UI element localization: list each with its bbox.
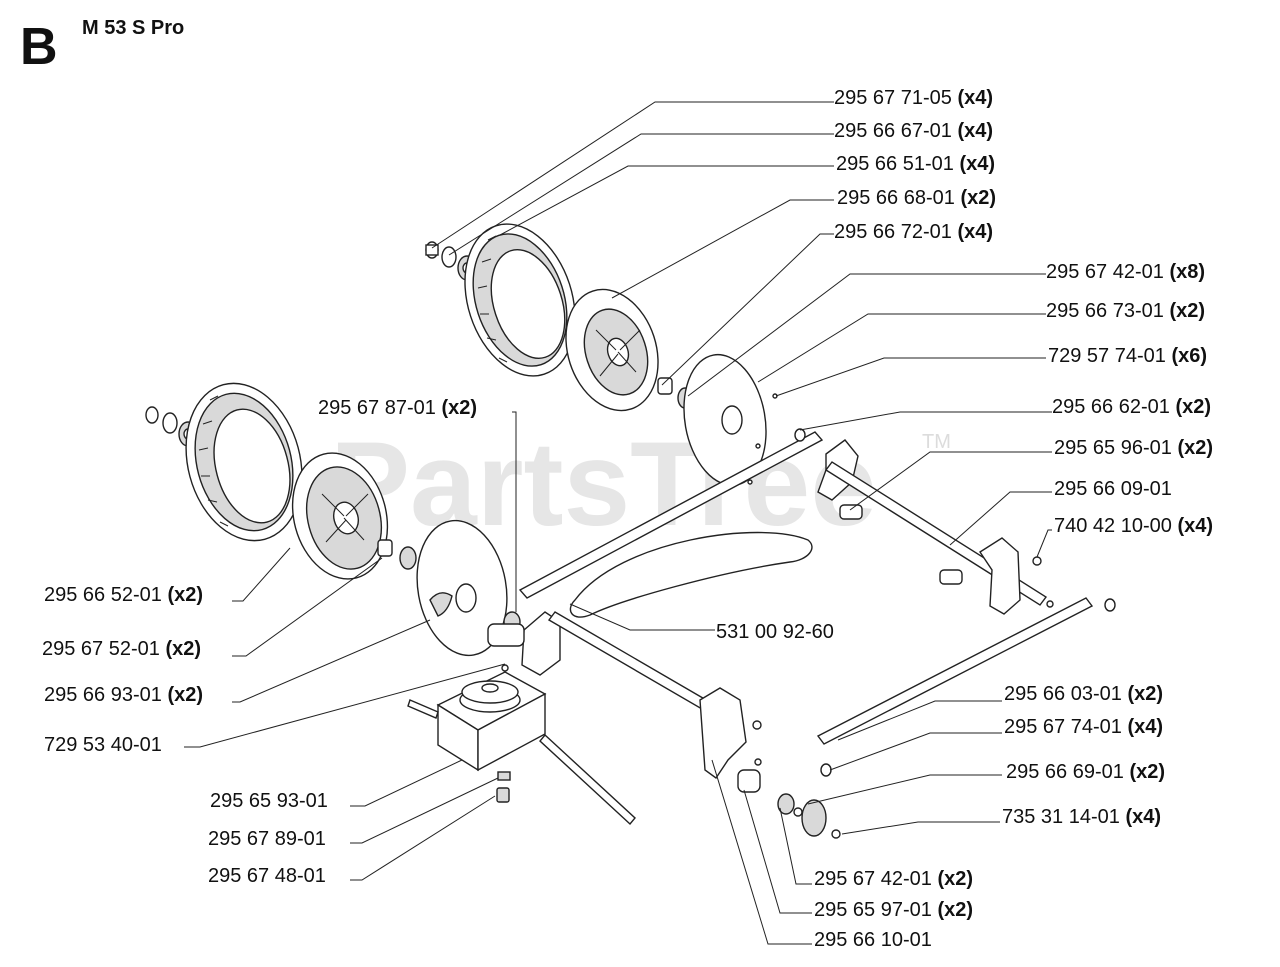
callout[interactable]: 295 65 97-01 (x2) <box>814 899 973 921</box>
upper-wheel-assembly <box>425 223 778 487</box>
part-number: 735 31 14-01 <box>1002 806 1120 828</box>
part-number: 295 67 89-01 <box>208 828 326 850</box>
part-number: 295 65 96-01 <box>1054 437 1172 459</box>
part-number: 295 67 42-01 <box>1046 261 1164 283</box>
callout[interactable]: 295 67 71-05 (x4) <box>834 87 993 109</box>
callout[interactable]: 735 31 14-01 (x4) <box>1002 806 1161 828</box>
callout[interactable]: 295 67 89-01 <box>208 828 326 850</box>
part-number: 295 67 52-01 <box>42 638 160 660</box>
callout-labels: 295 67 71-05 (x4) 295 66 67-01 (x4) 295 … <box>42 87 1213 951</box>
part-number: 531 00 92-60 <box>716 621 834 643</box>
callout[interactable]: 295 66 10-01 <box>814 929 932 951</box>
part-number: 295 67 48-01 <box>208 865 326 887</box>
callout[interactable]: 295 67 52-01 (x2) <box>42 638 201 660</box>
callout[interactable]: 295 66 03-01 (x2) <box>1004 683 1163 705</box>
part-number: 295 66 68-01 <box>837 187 955 209</box>
callout[interactable]: 295 67 42-01 (x2) <box>814 868 973 890</box>
part-number: 295 66 62-01 <box>1052 396 1170 418</box>
part-qty: (x2) <box>937 899 973 921</box>
part-qty: (x4) <box>1127 716 1163 738</box>
drawing-parts <box>145 223 1116 839</box>
leader-lines <box>184 101 1052 945</box>
part-qty: (x2) <box>1169 300 1205 322</box>
part-qty: (x6) <box>1171 345 1207 367</box>
callout[interactable]: 295 66 72-01 (x4) <box>834 221 993 243</box>
callout[interactable]: 295 66 67-01 (x4) <box>834 120 993 142</box>
rear-axle <box>518 428 1054 615</box>
drive-belt <box>569 531 813 618</box>
part-number: 295 67 87-01 <box>318 397 436 419</box>
part-number: 295 67 74-01 <box>1004 716 1122 738</box>
part-number: 295 65 93-01 <box>210 790 328 812</box>
gearbox <box>407 664 636 826</box>
part-number: 729 57 74-01 <box>1048 345 1166 367</box>
callout[interactable]: 729 53 40-01 <box>44 734 162 756</box>
part-number: 295 66 67-01 <box>834 120 952 142</box>
part-number: 295 66 10-01 <box>814 929 932 951</box>
part-qty: (x2) <box>1177 437 1213 459</box>
callout[interactable]: 295 66 51-01 (x4) <box>836 153 995 175</box>
callout[interactable]: 295 67 74-01 (x4) <box>1004 716 1163 738</box>
callout[interactable]: 295 67 87-01 (x2) <box>318 397 477 419</box>
part-qty: (x4) <box>1125 806 1161 828</box>
callout[interactable]: 295 66 52-01 (x2) <box>44 584 203 606</box>
callout[interactable]: 295 66 93-01 (x2) <box>44 684 203 706</box>
callout[interactable]: 295 67 48-01 <box>208 865 326 887</box>
callout[interactable]: 295 66 62-01 (x2) <box>1052 396 1211 418</box>
part-number: 295 66 09-01 <box>1054 478 1172 500</box>
watermark-tm: TM <box>922 431 951 453</box>
part-qty: (x2) <box>167 684 203 706</box>
part-qty: (x4) <box>959 153 995 175</box>
part-number: 295 66 73-01 <box>1046 300 1164 322</box>
callout[interactable]: 740 42 10-00 (x4) <box>1054 515 1213 537</box>
part-number: 295 67 42-01 <box>814 868 932 890</box>
callout[interactable]: 295 65 96-01 (x2) <box>1054 437 1213 459</box>
callout[interactable]: 295 65 93-01 <box>210 790 328 812</box>
part-number: 740 42 10-00 <box>1054 515 1172 537</box>
part-number: 295 65 97-01 <box>814 899 932 921</box>
lower-wheel-assembly <box>145 382 521 657</box>
part-number: 295 66 51-01 <box>836 153 954 175</box>
part-number: 295 66 03-01 <box>1004 683 1122 705</box>
part-qty: (x2) <box>1127 683 1163 705</box>
part-qty: (x2) <box>441 397 477 419</box>
part-qty: (x4) <box>957 221 993 243</box>
callout[interactable]: 729 57 74-01 (x6) <box>1048 345 1207 367</box>
part-qty: (x2) <box>1129 761 1165 783</box>
part-qty: (x2) <box>960 187 996 209</box>
part-qty: (x8) <box>1169 261 1205 283</box>
part-number: 295 66 93-01 <box>44 684 162 706</box>
part-qty: (x2) <box>1175 396 1211 418</box>
part-number: 295 66 72-01 <box>834 221 952 243</box>
callout[interactable]: 295 66 69-01 (x2) <box>1006 761 1165 783</box>
part-qty: (x2) <box>937 868 973 890</box>
front-axle <box>487 597 1116 839</box>
part-qty: (x2) <box>167 584 203 606</box>
callout[interactable]: 295 66 73-01 (x2) <box>1046 300 1205 322</box>
callout[interactable]: 295 67 42-01 (x8) <box>1046 261 1205 283</box>
part-number: 295 66 52-01 <box>44 584 162 606</box>
part-number: 729 53 40-01 <box>44 734 162 756</box>
section-letter: B <box>20 18 58 76</box>
callout[interactable]: 531 00 92-60 <box>716 621 834 643</box>
callout[interactable]: 295 66 68-01 (x2) <box>837 187 996 209</box>
part-number: 295 66 69-01 <box>1006 761 1124 783</box>
part-qty: (x2) <box>165 638 201 660</box>
part-qty: (x4) <box>957 87 993 109</box>
part-qty: (x4) <box>957 120 993 142</box>
part-qty: (x4) <box>1177 515 1213 537</box>
model-title: M 53 S Pro <box>82 17 184 39</box>
watermark: PartsTree <box>330 417 877 551</box>
part-number: 295 67 71-05 <box>834 87 952 109</box>
callout[interactable]: 295 66 09-01 <box>1054 478 1172 500</box>
